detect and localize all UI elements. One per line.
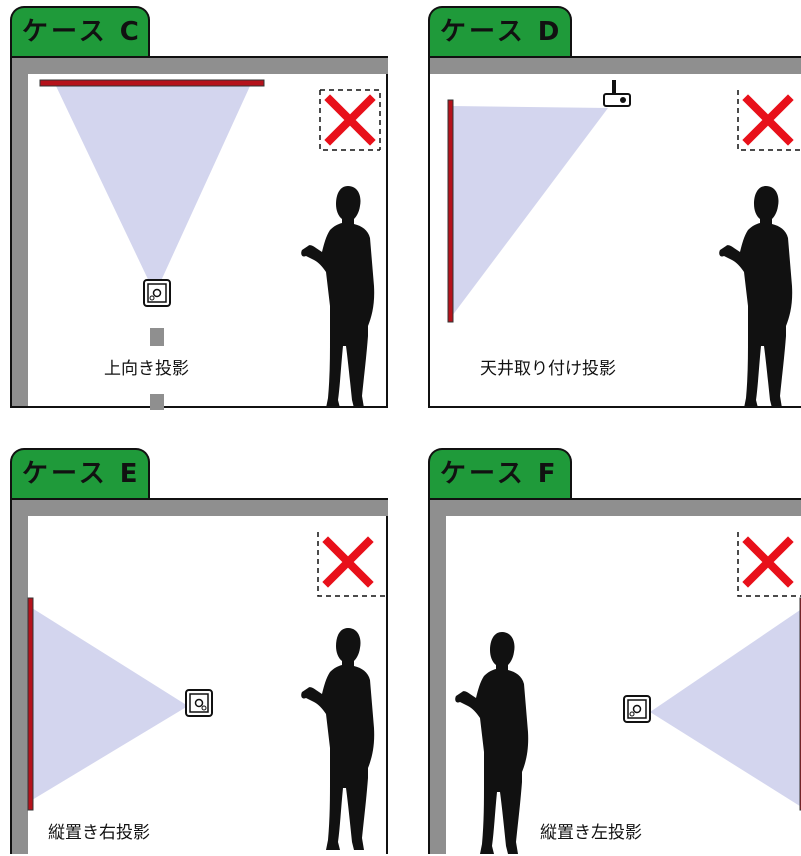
projection-beam [452,106,608,316]
right-wall-edge [386,516,388,854]
projection-screen [447,99,454,323]
right-wall-edge [386,74,388,406]
projection-beam [32,608,188,800]
x-mark-icon [737,90,801,151]
projection-screen [27,597,34,811]
projector-icon [623,695,651,723]
top-wall [430,500,801,516]
person-silhouette-icon [301,186,375,408]
case-d-title: ケース D [440,17,563,47]
person-silhouette-icon [455,632,529,854]
case-f-title: ケース F [440,459,559,489]
panel-case-c: ケース C 上向き投影 [10,6,392,410]
case-e-room: 縦置き右投影 [10,498,388,854]
case-d-tab: ケース D [428,6,572,58]
case-e-title: ケース E [22,459,141,489]
top-wall [12,500,388,516]
case-d-caption: 天井取り付け投影 [480,359,616,379]
projection-beam [650,609,801,807]
case-e-tab: ケース E [10,448,150,500]
panel-case-e: ケース E 縦置き右投影 [10,448,392,854]
case-c-caption: 上向き投影 [104,359,189,379]
x-mark-icon [317,532,388,597]
case-e-caption: 縦置き右投影 [48,823,150,843]
left-wall [430,516,446,854]
case-c-title: ケース C [22,17,142,47]
x-mark-icon [737,532,801,597]
person-silhouette-icon [301,628,375,850]
case-f-drawing [455,532,801,854]
case-d-room: 天井取り付け投影 [428,56,801,408]
left-wall [12,74,28,406]
case-e-drawing [27,532,388,850]
floor-gap-mask [142,346,172,394]
case-f-tab: ケース F [428,448,572,500]
panel-case-f: ケース F 縦置き左投影 [428,448,801,854]
case-c-tab: ケース C [10,6,150,58]
x-mark-icon [319,89,381,151]
projector-icon [143,279,171,307]
projector-icon [185,689,213,717]
case-c-room: 上向き投影 [10,56,388,410]
case-d-drawing [447,80,801,408]
case-f-caption: 縦置き左投影 [540,823,642,843]
case-c-drawing [39,79,381,410]
panel-case-d: ケース D 天井取り付け投影 [428,6,801,408]
left-wall [12,516,28,854]
top-wall [430,58,801,74]
person-silhouette-icon [719,186,793,408]
case-f-room: 縦置き左投影 [428,498,801,854]
top-wall [12,58,388,74]
projection-screen [39,79,265,87]
projector-icon [603,80,631,107]
projection-beam [56,86,250,294]
